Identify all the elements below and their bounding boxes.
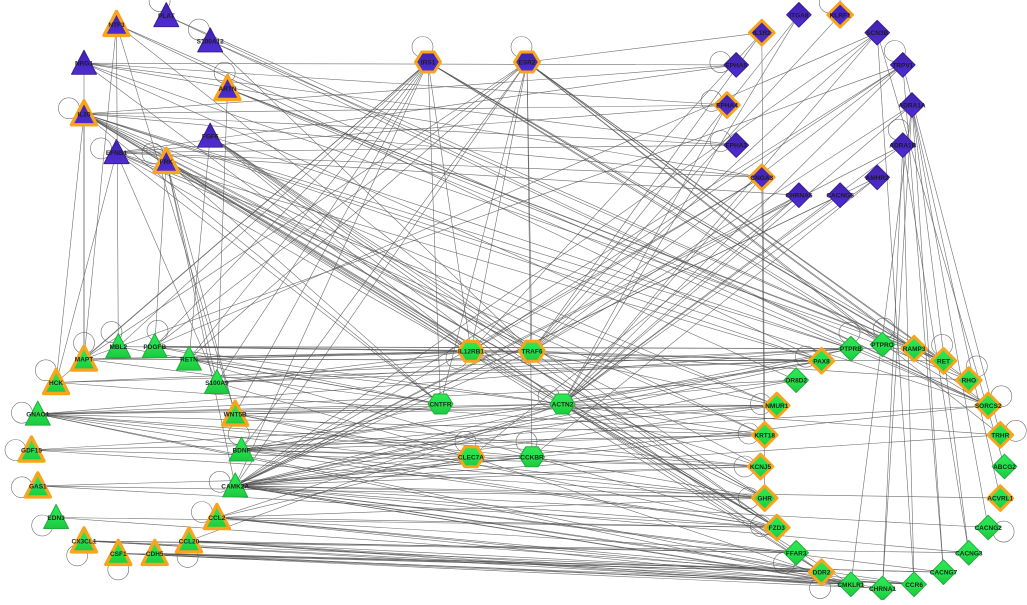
- svg-text:NTF3: NTF3: [108, 22, 125, 29]
- svg-text:CACNG2: CACNG2: [974, 525, 1002, 532]
- svg-text:HCK: HCK: [49, 380, 63, 387]
- svg-text:ACVRL1: ACVRL1: [987, 496, 1013, 503]
- svg-text:CDH5: CDH5: [146, 551, 164, 558]
- svg-text:RETN: RETN: [180, 357, 198, 364]
- svg-text:CMKLR1: CMKLR1: [837, 582, 864, 589]
- svg-text:IL20: IL20: [77, 111, 90, 118]
- svg-text:KRT18: KRT18: [754, 432, 775, 439]
- svg-text:ACTN2: ACTN2: [552, 402, 574, 409]
- svg-text:PTPRB: PTPRB: [840, 346, 862, 353]
- svg-text:RHO: RHO: [962, 378, 976, 385]
- svg-text:NMUR1: NMUR1: [765, 403, 788, 410]
- svg-text:RET: RET: [937, 358, 950, 365]
- svg-text:IL12RB1: IL12RB1: [458, 349, 484, 356]
- svg-text:CCR6: CCR6: [905, 582, 923, 589]
- svg-text:KCNJ5: KCNJ5: [750, 464, 772, 471]
- svg-text:EPHA4: EPHA4: [716, 103, 738, 110]
- svg-text:AMHR2: AMHR2: [866, 175, 889, 182]
- svg-text:CACNG3: CACNG3: [955, 550, 983, 557]
- svg-text:CHRNA5: CHRNA5: [785, 193, 812, 200]
- svg-text:EPHA5: EPHA5: [725, 62, 747, 69]
- svg-text:PLAT: PLAT: [158, 13, 175, 20]
- svg-text:TRPV1: TRPV1: [892, 62, 913, 69]
- svg-text:S100A9: S100A9: [205, 380, 229, 387]
- svg-text:DDR2: DDR2: [813, 570, 831, 577]
- svg-text:KLRF1: KLRF1: [830, 12, 851, 19]
- svg-text:SCN3B: SCN3B: [866, 30, 888, 37]
- svg-text:GHR: GHR: [757, 496, 772, 503]
- svg-text:GAS1: GAS1: [29, 483, 47, 490]
- svg-text:PTPRO: PTPRO: [871, 342, 893, 349]
- svg-text:TRAF6: TRAF6: [522, 349, 543, 356]
- svg-text:FZD3: FZD3: [769, 525, 786, 532]
- svg-text:S100A12: S100A12: [197, 38, 224, 45]
- svg-text:ITGA8: ITGA8: [789, 12, 809, 19]
- svg-text:FGF6: FGF6: [202, 134, 219, 141]
- svg-text:CCL20: CCL20: [179, 538, 200, 545]
- svg-text:CX3CL1: CX3CL1: [72, 538, 97, 545]
- svg-text:CLEC7A: CLEC7A: [458, 454, 484, 461]
- svg-text:PDGFB: PDGFB: [143, 344, 166, 351]
- svg-text:CNTFR: CNTFR: [429, 402, 451, 409]
- svg-text:CSF1: CSF1: [110, 551, 127, 558]
- svg-text:EDN3: EDN3: [47, 515, 65, 522]
- svg-text:MAPT: MAPT: [75, 357, 93, 364]
- svg-text:IRS1: IRS1: [421, 60, 436, 67]
- svg-text:ABCG2: ABCG2: [993, 464, 1016, 471]
- svg-text:CACNG5: CACNG5: [826, 193, 854, 200]
- svg-text:FRK: FRK: [160, 159, 174, 166]
- svg-text:ESR2: ESR2: [519, 60, 536, 67]
- svg-text:EPHA3: EPHA3: [725, 143, 747, 150]
- svg-text:IL1R2: IL1R2: [753, 30, 771, 37]
- svg-text:PAX8: PAX8: [813, 358, 830, 365]
- svg-text:CCKBR: CCKBR: [520, 454, 544, 461]
- svg-text:CCL2: CCL2: [208, 515, 225, 522]
- svg-text:TRHR: TRHR: [991, 432, 1009, 439]
- svg-text:RAMP3: RAMP3: [903, 346, 926, 353]
- svg-text:EFNB1: EFNB1: [106, 150, 128, 157]
- svg-text:BDNF: BDNF: [232, 448, 250, 455]
- svg-text:OR8D2: OR8D2: [785, 378, 807, 385]
- svg-text:ADRA1A: ADRA1A: [898, 103, 925, 110]
- svg-text:GDF15: GDF15: [21, 448, 42, 455]
- svg-text:CNGA3: CNGA3: [750, 175, 773, 182]
- svg-text:CACNG7: CACNG7: [930, 570, 958, 577]
- svg-text:WNT5B: WNT5B: [224, 412, 247, 419]
- svg-text:ADRA1B: ADRA1B: [889, 143, 916, 150]
- svg-text:MBL2: MBL2: [109, 344, 127, 351]
- svg-text:NRG1: NRG1: [75, 61, 93, 68]
- svg-text:ARTN: ARTN: [218, 86, 236, 93]
- svg-text:FFAR3: FFAR3: [786, 550, 807, 557]
- svg-text:SORCS2: SORCS2: [975, 403, 1002, 410]
- svg-text:GNAO1: GNAO1: [26, 412, 50, 419]
- svg-text:CHRNA1: CHRNA1: [869, 586, 896, 593]
- svg-text:CAMK2A: CAMK2A: [221, 483, 249, 490]
